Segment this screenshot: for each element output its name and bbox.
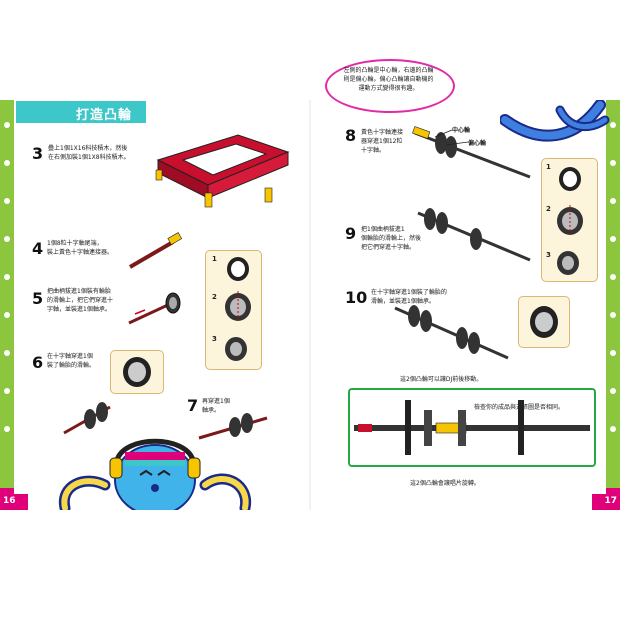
step-8-line3: 十字軸。 bbox=[361, 147, 386, 154]
step-3-line1: 疊上1個1X16科技積木，然後 bbox=[48, 145, 128, 152]
step-6-line1: 在十字軸穿進1個 bbox=[47, 353, 93, 360]
right-page-border bbox=[606, 100, 620, 510]
right-page-number: 17 bbox=[604, 496, 617, 506]
eccentric-cam-callout: 偏心輪 bbox=[468, 140, 487, 147]
left-page-border bbox=[0, 100, 14, 510]
center-cam-callout: 中心輪 bbox=[452, 127, 471, 134]
step-5-assembly-illustration bbox=[128, 292, 181, 325]
tentacle-top-right-illustration bbox=[500, 100, 610, 142]
right-page-number-block: 17 bbox=[582, 480, 620, 510]
step-7-line2: 軸承。 bbox=[202, 407, 221, 414]
left-page-number: 16 bbox=[3, 496, 16, 506]
callout-arrows bbox=[434, 129, 469, 146]
step-3-text: 疊上1個1X16科技積木，然後 在右側加裝1個1X8科技積木。 bbox=[48, 144, 130, 162]
speech-bubble-text: 左側的凸輪是中心輪，右邊的凸輪則是偏心輪。偏心凸輪讓自動機的運動方式變得很有趣。 bbox=[343, 67, 434, 92]
step-10-line1: 在十字軸穿進1個裝了輪胎的 bbox=[371, 289, 447, 296]
step-6-number: 6 bbox=[32, 353, 44, 372]
step-4-text: 1個8粒十字軸尾端， 裝上黃色十字軸連接器。 bbox=[47, 239, 113, 257]
step-6-detail-box bbox=[110, 350, 164, 394]
step-9-text: 把1個曲柄拔進1 個輪胎的滑輪上，然後 把它們穿進十字軸。 bbox=[361, 225, 421, 252]
step-8-text: 黃色十字軸連接 器穿進1個12粒 十字軸。 bbox=[361, 128, 403, 155]
step-4-line1: 1個8粒十字軸尾端， bbox=[47, 240, 103, 247]
step-7-text: 再穿進1個 軸承。 bbox=[202, 397, 230, 415]
step-9-number: 9 bbox=[345, 224, 357, 243]
step-9-line2: 個輪胎的滑輪上，然後 bbox=[361, 235, 422, 242]
step-9-line1: 把1個曲柄拔進1 bbox=[361, 226, 405, 233]
step-8-line1: 黃色十字軸連接 bbox=[361, 129, 404, 136]
section-title: 打造凸輪 bbox=[76, 108, 133, 123]
step-5-detail-box: 1 2 3 bbox=[205, 250, 262, 370]
final-check-diagram: 檢查你的成品與這張圖是否相同。 bbox=[348, 388, 596, 467]
gutter bbox=[309, 100, 311, 510]
left-page-number-block: 16 bbox=[0, 480, 38, 510]
step-10-wheel-illustration bbox=[530, 306, 558, 338]
diagram-note-top: 這2個凸輪可以讓DJ前後移動。 bbox=[400, 376, 483, 383]
step-10-number: 10 bbox=[345, 288, 368, 307]
step-9-line3: 把它們穿進十字軸。 bbox=[361, 244, 416, 251]
step-3-line2: 在右側加裝1個1X8科技積木。 bbox=[48, 154, 130, 161]
step-5-line3: 字軸，並裝進1個軸承。 bbox=[47, 306, 111, 313]
step-4-line2: 裝上黃色十字軸連接器。 bbox=[47, 249, 114, 256]
right-wheel-sub-steps-illustration bbox=[557, 167, 583, 275]
step-10-assembly-illustration bbox=[394, 305, 509, 360]
step-8-number: 8 bbox=[345, 126, 357, 145]
step-5-text: 把曲柄拔進1個裝有輪胎 的滑輪上，把它們穿進十 字軸，並裝進1個軸承。 bbox=[47, 287, 113, 314]
step-5-line2: 的滑輪上，把它們穿進十 bbox=[47, 297, 114, 304]
step-4-number: 4 bbox=[32, 239, 44, 258]
step-9-assembly-illustration bbox=[417, 208, 531, 262]
step-10-detail-box bbox=[518, 296, 570, 348]
step-3-number: 3 bbox=[32, 144, 44, 163]
step-6-assembly-illustration bbox=[63, 402, 111, 435]
step-5-line1: 把曲柄拔進1個裝有輪胎 bbox=[47, 288, 111, 295]
red-brick-frame-illustration bbox=[155, 134, 290, 208]
octopus-dj-illustration bbox=[58, 438, 252, 510]
diagram-note-bottom: 這2個凸輪會讓唱片旋轉。 bbox=[410, 480, 480, 487]
sub-step-1: 1 bbox=[212, 255, 217, 263]
step-10-line2: 滑輪，並裝進1個軸承。 bbox=[371, 298, 435, 305]
sub-step-2: 2 bbox=[212, 293, 217, 301]
axle-with-yellow-connector-illustration bbox=[128, 232, 183, 269]
book-spread: 16 17 bbox=[0, 100, 620, 510]
step-8-assembly-illustration bbox=[412, 126, 531, 179]
wheel-illustration bbox=[123, 357, 151, 387]
diagram-note-right: 檢查你的成品與這張圖是否相同。 bbox=[474, 404, 565, 411]
right-sub-step-1: 1 bbox=[546, 163, 551, 171]
right-sub-step-2: 2 bbox=[546, 205, 551, 213]
step-10-text: 在十字軸穿進1個裝了輪胎的 滑輪，並裝進1個軸承。 bbox=[371, 288, 447, 306]
step-7-line1: 再穿進1個 bbox=[202, 398, 230, 405]
step-6-line2: 裝了輪胎的滑輪。 bbox=[47, 362, 96, 369]
step-8-line2: 器穿進1個12粒 bbox=[361, 138, 403, 145]
wheel-sub-steps-illustration bbox=[225, 257, 251, 361]
step-5-number: 5 bbox=[32, 289, 44, 308]
step-7-assembly-illustration bbox=[198, 413, 268, 440]
step-9-detail-box: 1 2 3 bbox=[541, 158, 598, 282]
step-6-text: 在十字軸穿進1個 裝了輪胎的滑輪。 bbox=[47, 352, 95, 370]
step-7-number: 7 bbox=[187, 396, 199, 415]
sub-step-3: 3 bbox=[212, 335, 217, 343]
final-assembly-illustration bbox=[354, 400, 590, 455]
speech-bubble bbox=[325, 59, 455, 113]
section-title-banner: 打造凸輪 bbox=[16, 101, 146, 123]
right-sub-step-3: 3 bbox=[546, 251, 551, 259]
